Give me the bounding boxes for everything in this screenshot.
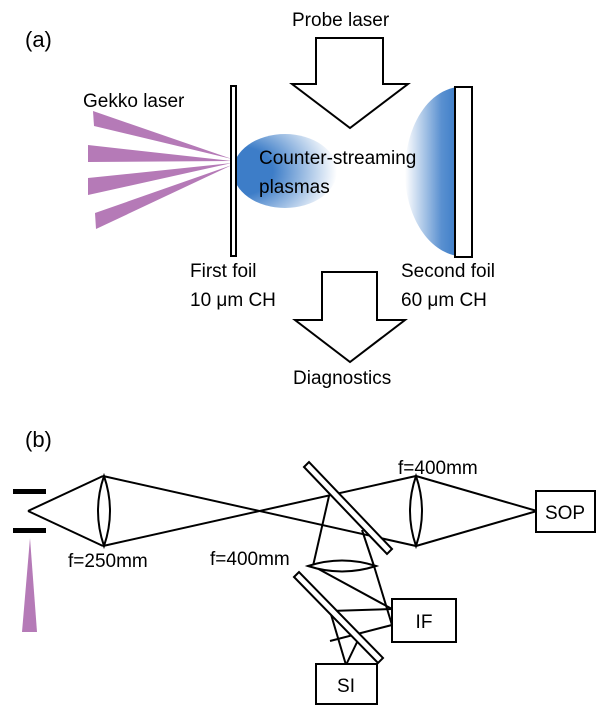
lens-3 — [304, 559, 380, 573]
gekko-laser-label: Gekko laser — [83, 91, 185, 112]
si-box — [315, 663, 378, 705]
beam-splitter-2 — [292, 570, 385, 665]
probe-laser-label: Probe laser — [292, 10, 390, 31]
sop-label: SOP — [545, 503, 585, 524]
lens-1 — [97, 472, 111, 550]
target-bar-top — [13, 489, 46, 494]
right-plasma — [405, 87, 457, 256]
beam-splitter-1 — [302, 460, 394, 556]
plasma-label-line2: plasmas — [259, 177, 330, 198]
panel-b: (b) — [13, 427, 596, 705]
left-plasma — [233, 134, 337, 208]
lens-2-focal-label: f=400mm — [398, 458, 478, 479]
laser-beam-3 — [88, 163, 232, 195]
ray-lines — [27, 475, 538, 666]
panel-b-label: (b) — [25, 427, 52, 452]
if-box — [391, 598, 457, 643]
gekko-laser-beams — [88, 111, 232, 229]
laser-beam-1 — [93, 111, 232, 159]
second-foil — [454, 86, 473, 258]
panel-a-label: (a) — [25, 27, 52, 52]
panel-a: (a) Probe laser Gekko laser Counter-stre… — [25, 10, 495, 389]
laser-beam-4 — [95, 165, 232, 229]
second-foil-label-line2: 60 μm CH — [401, 290, 487, 311]
lens-3-focal-label: f=400mm — [210, 549, 290, 570]
probe-arrow — [289, 37, 411, 130]
lens-2 — [409, 472, 423, 550]
sop-box — [535, 490, 596, 533]
laser-beam-vertical — [22, 538, 37, 632]
diagnostics-label: Diagnostics — [293, 368, 391, 389]
first-foil-label-line1: First foil — [190, 261, 257, 282]
if-label: IF — [416, 612, 433, 633]
plasma-label-line1: Counter-streaming — [259, 148, 416, 169]
si-label: SI — [337, 676, 355, 697]
first-foil — [230, 85, 237, 257]
laser-beam-2 — [88, 145, 232, 162]
second-foil-label-line1: Second foil — [401, 261, 495, 282]
lens-1-focal-label: f=250mm — [68, 551, 148, 572]
target-bar-bottom — [13, 528, 46, 533]
first-foil-label-line2: 10 μm CH — [190, 290, 276, 311]
diagnostics-arrow — [292, 271, 408, 364]
